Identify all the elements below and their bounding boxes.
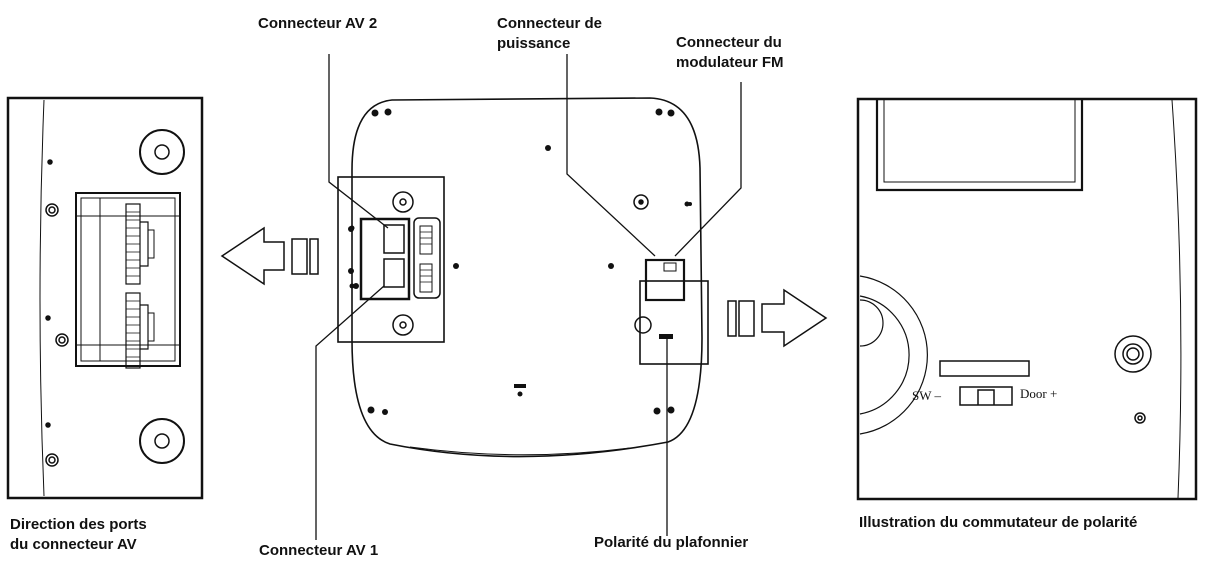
av-port-zoom-panel (6, 96, 204, 500)
left-arrow (220, 226, 319, 286)
caption-polarity-switch: Illustration du commutateur de polarité (859, 514, 1138, 531)
polarity-switch-zoom-panel: SW – Door + (856, 97, 1198, 501)
label-fm-connector: Connecteur du modulateur FM (676, 34, 784, 71)
device-body (337, 97, 709, 458)
leader-lines (315, 54, 742, 540)
right-arrow (727, 288, 828, 348)
label-dome-polarity: Polarité du plafonnier (594, 534, 749, 551)
caption-av-port-direction: Direction des ports du connecteur AV (10, 516, 147, 553)
switch-label-sw: SW – (912, 388, 942, 403)
label-power-connector: Connecteur de puissance (497, 15, 603, 52)
label-av1-connector: Connecteur AV 1 (259, 542, 379, 559)
label-av2-connector: Connecteur AV 2 (258, 15, 378, 32)
switch-label-door: Door + (1020, 386, 1057, 401)
